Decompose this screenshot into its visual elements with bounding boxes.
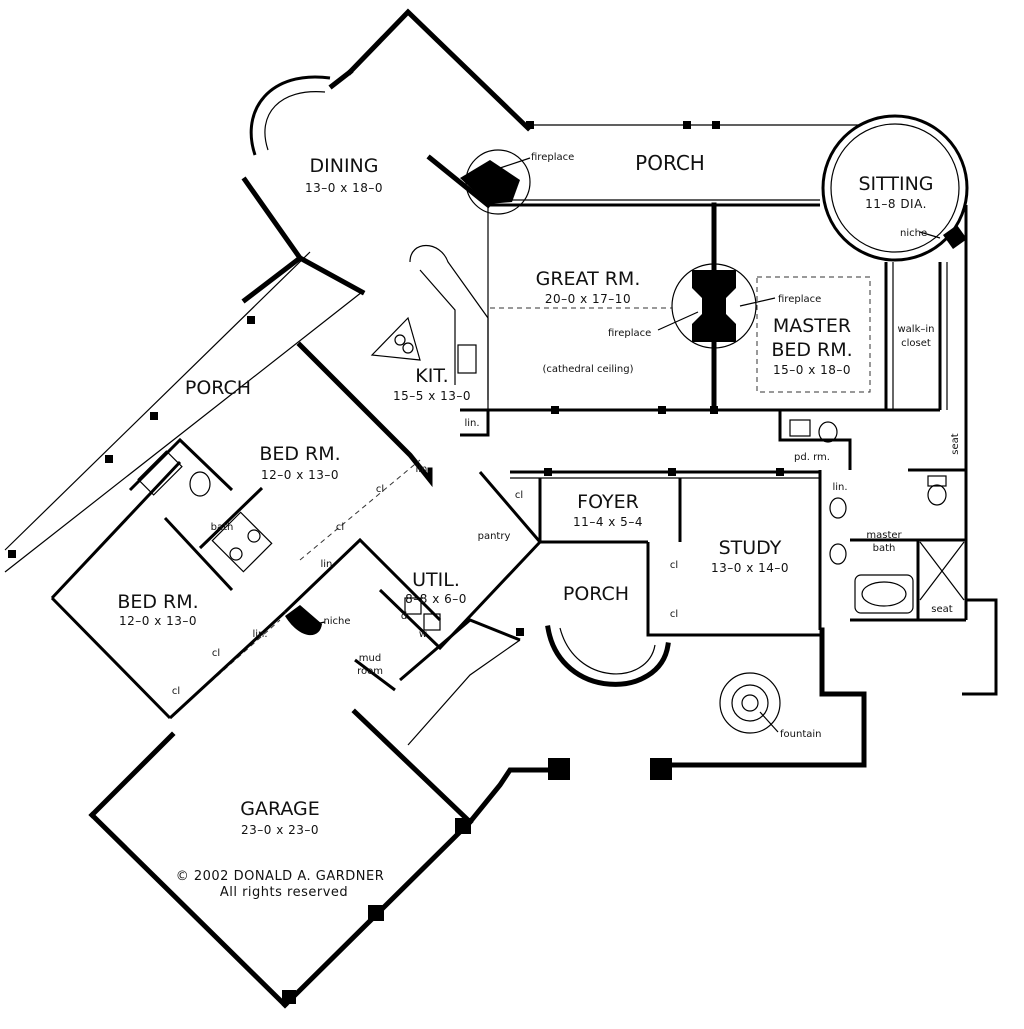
pd-rm-label: pd. rm. <box>794 452 830 463</box>
cl-study-2-label: cl <box>670 609 678 620</box>
cathedral-ceiling-note: (cathedral ceiling) <box>542 364 633 375</box>
bedroom-wing-walls <box>50 341 433 720</box>
fireplace-master-label: fireplace <box>778 294 821 305</box>
porch-top-label: PORCH <box>635 151 705 175</box>
mud-room-label-2: room <box>357 666 383 677</box>
sitting-room-walls <box>821 114 969 262</box>
great-room-dims: 20–0 x 17–10 <box>545 292 631 306</box>
top-porch-outline <box>488 121 862 207</box>
bed-rm-2-dims: 12–0 x 13–0 <box>119 614 197 628</box>
cl-bed2-a-label: cl <box>212 648 220 659</box>
copyright-line-1: © 2002 DONALD A. GARDNER <box>176 869 385 884</box>
cl-study-1-label: cl <box>670 560 678 571</box>
master-suite-walls <box>652 262 998 768</box>
foyer-label: FOYER <box>577 491 639 513</box>
front-walkway <box>407 639 672 826</box>
master-bath-label-1: master <box>866 530 902 541</box>
garage-walls <box>88 708 474 1009</box>
great-room-walls <box>460 149 940 414</box>
pantry-label: pantry <box>478 531 511 542</box>
porch-front-label: PORCH <box>563 583 629 605</box>
fountain <box>719 672 781 734</box>
dryer-label: d <box>401 611 407 622</box>
lin-master-label: lin. <box>832 482 847 493</box>
master-bed-label-1: MASTER <box>773 315 851 337</box>
room-labels: DINING 13–0 x 18–0 PORCH SITTING 11–8 DI… <box>117 151 933 837</box>
great-room-label: GREAT RM. <box>536 268 641 290</box>
dining-label: DINING <box>310 155 379 177</box>
niche-sitting-label: niche <box>900 228 927 239</box>
foyer-dims: 11–4 x 5–4 <box>573 515 643 529</box>
bed-rm-1-dims: 12–0 x 13–0 <box>261 468 339 482</box>
kitchen-label: KIT. <box>415 365 448 387</box>
master-bed-label-2: BED RM. <box>771 339 852 361</box>
washer-label: w <box>419 629 427 640</box>
sitting-label: SITTING <box>858 173 933 195</box>
util-walls <box>283 471 543 692</box>
bath-label: bath <box>211 522 234 533</box>
bed-rm-1-label: BED RM. <box>259 443 340 465</box>
util-label: UTIL. <box>412 569 460 591</box>
util-dims: 8–8 x 6–0 <box>405 592 467 606</box>
study-label: STUDY <box>719 537 782 559</box>
cl-bed1-a-label: cl <box>376 484 384 495</box>
niche-hall-label: niche <box>323 616 350 627</box>
small-labels: fireplace fireplace fireplace niche walk… <box>172 152 961 740</box>
lin-bed2-label: lin. <box>252 629 267 640</box>
garage-label: GARAGE <box>240 798 320 820</box>
lin-bed1-label: lin. <box>415 464 430 475</box>
copyright-notice: © 2002 DONALD A. GARDNER All rights rese… <box>176 869 385 900</box>
lin-hall-label: lin. <box>320 559 335 570</box>
study-dims: 13–0 x 14–0 <box>711 561 789 575</box>
left-porch-outline <box>4 251 363 573</box>
walk-in-label-1: walk–in <box>898 324 935 335</box>
fountain-label: fountain <box>780 729 821 740</box>
cl-bed2-b-label: cl <box>172 686 180 697</box>
sitting-dims: 11–8 DIA. <box>865 197 927 211</box>
seat-upper-label: seat <box>950 433 961 454</box>
copyright-line-2: All rights reserved <box>220 885 348 900</box>
cl-foyer-label: cl <box>515 490 523 501</box>
fireplace-porch-label: fireplace <box>531 152 574 163</box>
seat-lower-label: seat <box>931 604 952 615</box>
foyer-study-walls <box>510 468 822 687</box>
bed-rm-2-label: BED RM. <box>117 591 198 613</box>
garage-dims: 23–0 x 23–0 <box>241 823 319 837</box>
cl-bed1-b-label: cl <box>336 522 344 533</box>
dining-dims: 13–0 x 18–0 <box>305 181 383 195</box>
porch-left-label: PORCH <box>185 377 251 399</box>
kitchen-dims: 15–5 x 13–0 <box>393 389 471 403</box>
master-bed-dims: 15–0 x 18–0 <box>773 363 851 377</box>
fireplace-great-label: fireplace <box>608 328 651 339</box>
walk-in-label-2: closet <box>901 338 931 349</box>
master-bath-label-2: bath <box>873 543 896 554</box>
mud-room-label-1: mud <box>359 653 381 664</box>
dining-wing <box>241 8 532 304</box>
kitchen-walls <box>370 245 490 437</box>
lin-kit-label: lin. <box>464 418 479 429</box>
